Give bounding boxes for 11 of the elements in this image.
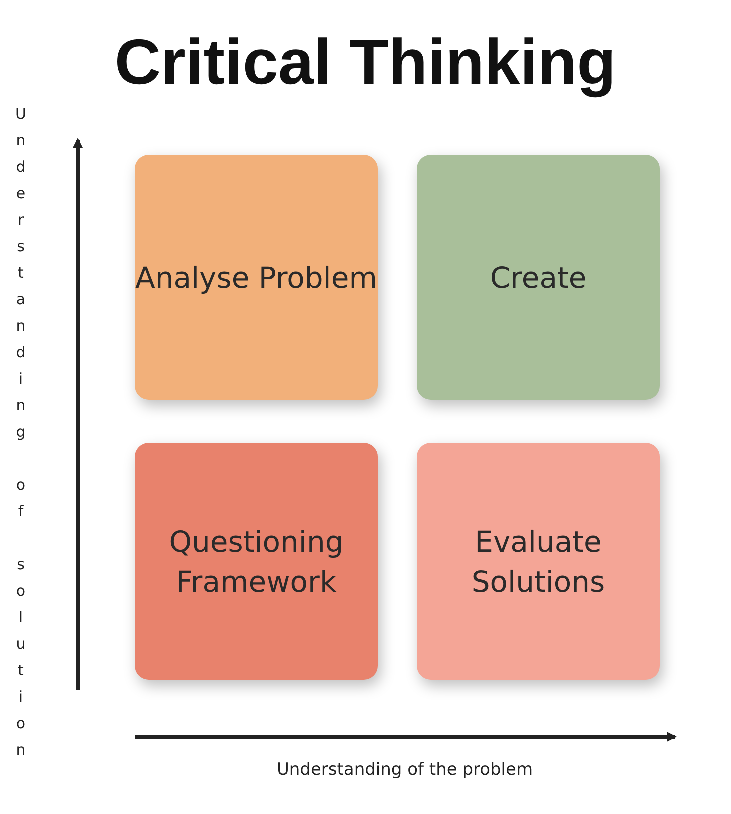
quadrant-label: Analyse Problem <box>136 260 378 296</box>
quadrant-label: Evaluate Solutions <box>470 524 606 600</box>
quadrant-box <box>417 155 660 400</box>
quadrant-box <box>135 443 378 680</box>
quadrant-box <box>135 155 378 400</box>
axis-label: Understanding of the problem <box>276 760 534 780</box>
quadrant-label: Questioning Framework <box>168 524 345 600</box>
title: Critical Thinking <box>114 25 618 100</box>
quadrant-label: Create <box>490 260 587 296</box>
quadrant-box <box>417 443 660 680</box>
axis-label: Understanding of solution <box>12 105 30 768</box>
